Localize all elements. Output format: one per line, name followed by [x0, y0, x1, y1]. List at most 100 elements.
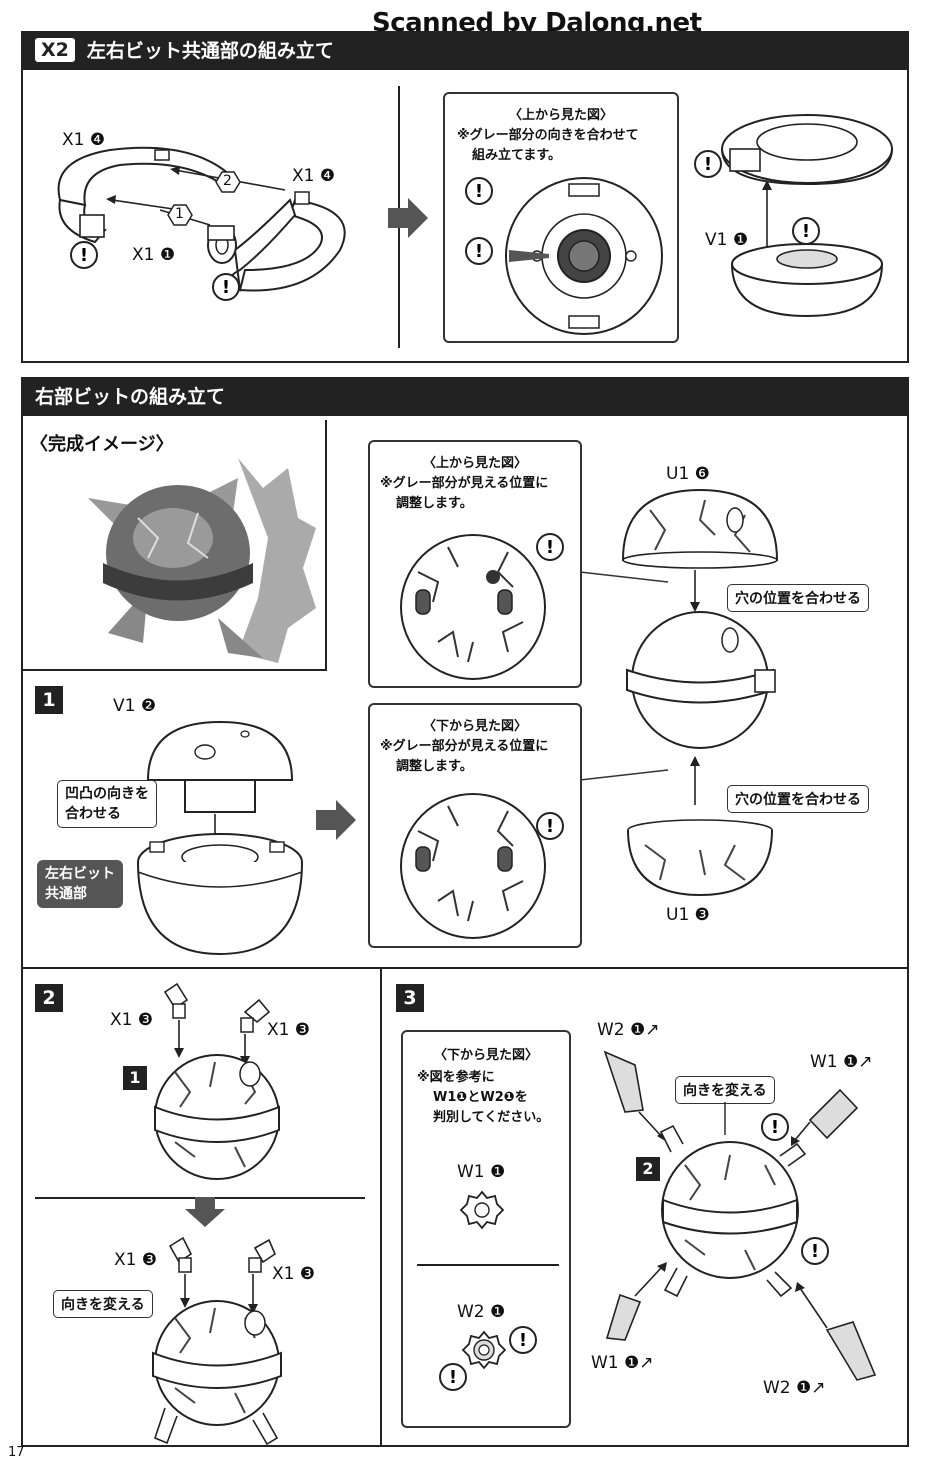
top-view-title: 〈上から見た図〉: [508, 108, 613, 123]
change-direction-tag-1: 向きを変える: [53, 1290, 153, 1318]
circled-1-icon: ❶: [796, 1378, 812, 1398]
circled-1-icon: ❶: [630, 1020, 646, 1040]
section-title: 左右ビット共通部の組み立て: [86, 40, 334, 62]
svg-text:!: !: [475, 241, 483, 262]
circled-1-icon: ❶: [490, 1302, 506, 1322]
top-view-callout-2: 〈上から見た図〉 ※グレー部分が見える位置に 調整します。: [368, 440, 582, 688]
part-label-w1-bottom: W1 ❶↗: [591, 1353, 654, 1373]
align-concave-tag: 凹凸の向きを 合わせる: [57, 780, 157, 828]
symmetric-part-icon: ↗: [811, 1378, 826, 1398]
svg-text:!: !: [222, 277, 230, 298]
svg-text:!: !: [811, 1241, 819, 1262]
part-label-v1-1: V1 ❶: [705, 230, 749, 250]
circled-1-icon: ❶: [624, 1353, 640, 1373]
circled-4-icon: ❹: [89, 130, 106, 150]
part-label-x1-3-b: X1 ❸: [267, 1020, 311, 1040]
next-step-arrow: [316, 800, 356, 840]
w-note-1: ※図を参考に: [417, 1070, 495, 1085]
svg-text:!: !: [771, 1117, 779, 1138]
part-label-u1-3: U1 ❸: [666, 905, 710, 925]
top-view-note-1: ※グレー部分の向きを合わせて: [457, 128, 639, 143]
svg-text:!: !: [546, 816, 554, 837]
top-view-sphere: [400, 534, 546, 680]
warning-icon: !: [439, 1363, 467, 1391]
step-number-3: 3: [396, 984, 424, 1012]
circled-4-icon: ❹: [319, 166, 336, 186]
align-holes-tag-1: 穴の位置を合わせる: [727, 584, 869, 612]
warning-icon: !: [792, 217, 820, 245]
step-circle-1: 1: [175, 206, 184, 222]
svg-text:!: !: [80, 245, 88, 266]
warning-icon: !: [801, 1237, 829, 1265]
circled-1-icon: ❶: [159, 245, 176, 265]
circled-6-icon: ❻: [694, 464, 710, 484]
warning-icon: !: [694, 150, 722, 178]
complete-image-photo: [88, 458, 316, 663]
bottom-view-sphere: [400, 793, 546, 939]
warning-icon: !: [212, 273, 240, 301]
circled-3-icon: ❸: [137, 1010, 154, 1030]
warning-icon: !: [465, 237, 493, 265]
part-label-w2-top: W2 ❶↗: [597, 1020, 660, 1040]
w2-gear-icon: [461, 1330, 507, 1370]
change-direction-tag-2: 向きを変える: [675, 1076, 775, 1104]
bottom-view-title: 〈下から見た図〉: [422, 719, 527, 734]
svg-text:!: !: [704, 154, 712, 175]
panel-border: [380, 967, 382, 1447]
spike-assembly-diagram: [603, 1050, 877, 1381]
warning-icon: !: [70, 241, 98, 269]
circled-3-icon: ❸: [141, 1250, 158, 1270]
svg-text:!: !: [475, 181, 483, 202]
warning-icon: !: [465, 177, 493, 205]
w-divider: [417, 1264, 559, 1266]
part-label-x1-3-c: X1 ❸: [114, 1250, 158, 1270]
w1-gear-icon: [459, 1190, 505, 1230]
symmetric-part-icon: ↗: [645, 1020, 660, 1040]
part-label-x1-3-d: X1 ❸: [272, 1264, 316, 1284]
w-part-identification-box: 〈下から見た図〉 ※図を参考に W1❶とW2❶を 判別してください。 W1 ❶ …: [401, 1030, 571, 1428]
part-label-x1-4-right: X1 ❹: [292, 166, 336, 186]
part-label-w1-top: W1 ❶↗: [810, 1052, 873, 1072]
svg-text:!: !: [519, 1330, 527, 1351]
ref-step-badge-1: 1: [123, 1066, 147, 1090]
symmetric-part-icon: ↗: [858, 1052, 873, 1072]
top-view-note-2a: ※グレー部分が見える位置に: [380, 476, 549, 491]
part-label-x1-1: X1 ❶: [132, 245, 176, 265]
top-view-note-2b: 調整します。: [396, 496, 473, 511]
circled-1-icon: ❶: [843, 1052, 859, 1072]
symmetric-part-icon: ↗: [639, 1353, 654, 1373]
w-note-2: W1❶とW2❶を: [433, 1090, 528, 1105]
part-label-v1-2: V1 ❷: [113, 696, 157, 716]
complete-image-label: 〈完成イメージ〉: [30, 434, 174, 455]
page-number: 17: [8, 1445, 25, 1460]
sphere-reoriented-diagram: [152, 1236, 282, 1446]
ref-step-badge-2: 2: [636, 1157, 660, 1181]
sphere-with-connectors-diagram: [154, 982, 280, 1180]
align-holes-tag-2: 穴の位置を合わせる: [727, 785, 869, 813]
quantity-badge: X2: [35, 37, 75, 62]
warning-icon: !: [761, 1113, 789, 1141]
section-title: 右部ビットの組み立て: [35, 386, 226, 408]
warning-icon: !: [536, 812, 564, 840]
step-number-1: 1: [35, 686, 63, 714]
bottom-view-note-b: 調整します。: [396, 759, 473, 774]
next-step-arrow: [388, 198, 428, 238]
part-label-x1-3-a: X1 ❸: [110, 1010, 154, 1030]
top-view-note-2: 組み立てます。: [472, 148, 562, 163]
ring-over-dome-diagram: [721, 114, 893, 318]
panel-border: [21, 669, 327, 671]
w-note-3: 判別してください。: [433, 1110, 550, 1125]
down-arrow: [185, 1197, 225, 1227]
section-header: 右部ビットの組み立て: [23, 379, 907, 416]
circled-3-icon: ❸: [299, 1264, 316, 1284]
svg-text:!: !: [449, 1367, 457, 1388]
ring-parts-diagram: [57, 146, 346, 292]
common-part-tag: 左右ビット 共通部: [37, 860, 123, 908]
callout-pointers: [579, 571, 669, 781]
part-label-w1-ref: W1 ❶: [457, 1162, 506, 1182]
sphere-assembly-stack: [621, 488, 779, 897]
circled-3-icon: ❸: [294, 1020, 311, 1040]
step-circle-2: 2: [223, 173, 232, 189]
part-label-w2-bottom: W2 ❶↗: [763, 1378, 826, 1398]
section-header: X2 左右ビット共通部の組み立て: [23, 33, 907, 70]
